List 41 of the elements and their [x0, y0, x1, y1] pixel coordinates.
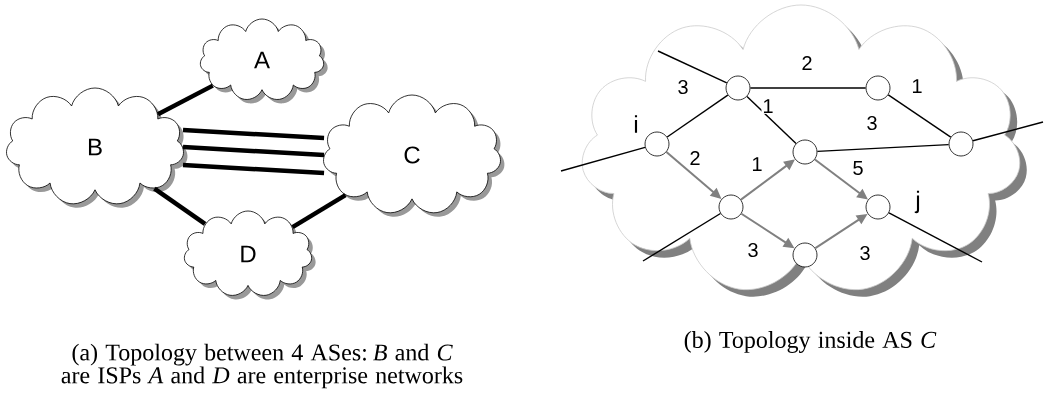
- link-line: [291, 193, 347, 230]
- node-name: i: [634, 115, 638, 133]
- link-line: [153, 186, 207, 226]
- edge-label: 5: [851, 160, 865, 176]
- edge-label: 1: [750, 156, 764, 172]
- arrow: [739, 159, 795, 201]
- router-circle: [792, 242, 818, 268]
- link-line: [182, 162, 325, 176]
- link-line: [666, 94, 729, 138]
- router-circle: [725, 75, 751, 101]
- router-circle: [792, 139, 818, 165]
- edge-label: 1: [761, 98, 775, 114]
- caption: (a) Topology between 4 ASes: B and C are ISPs A and D are enterprise networks: [61, 343, 463, 389]
- arrow: [813, 158, 868, 200]
- link-line: [642, 212, 722, 262]
- router-circle: [948, 131, 974, 157]
- link-line: [816, 143, 950, 153]
- link-line: [972, 121, 1044, 142]
- cloud: C: [323, 94, 505, 217]
- node-name: j: [914, 190, 920, 214]
- link-line: [560, 146, 646, 172]
- link-line: [746, 95, 797, 145]
- link-line: [182, 144, 325, 158]
- router-circle: [718, 194, 744, 220]
- cloud: [581, 4, 1027, 297]
- edge-label: 2: [688, 150, 702, 166]
- link-line: [887, 94, 952, 138]
- router-circle: [865, 75, 891, 101]
- edge-label: 1: [910, 78, 924, 94]
- cloud: B: [6, 87, 188, 208]
- caption: (b) Topology inside AS C: [684, 331, 937, 353]
- edge-label: 2: [800, 55, 814, 71]
- link-line: [182, 127, 325, 141]
- router-circle: [644, 131, 670, 157]
- router-circle: [865, 194, 891, 220]
- link-line: [888, 212, 983, 263]
- cloud: D: [183, 210, 316, 300]
- link-line: [657, 50, 728, 84]
- link-line: [749, 87, 867, 89]
- cloud: A: [199, 18, 328, 104]
- link-line: [156, 83, 214, 117]
